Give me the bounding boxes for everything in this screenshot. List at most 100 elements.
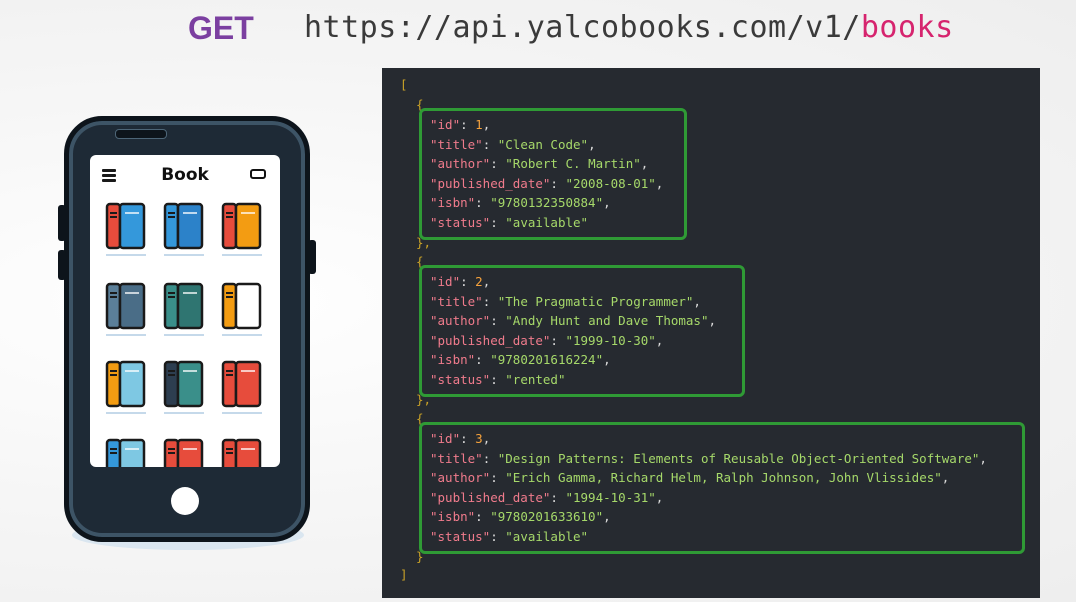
open-brace: { <box>416 97 424 112</box>
json-line: { <box>416 253 424 271</box>
comma: , <box>655 175 664 191</box>
json-value-published-date: "1994-10-31" <box>565 489 656 505</box>
rounded-rect-icon <box>250 169 266 179</box>
json-field-line: "id": 2, <box>430 273 490 291</box>
comma: , <box>693 293 701 309</box>
phone-speaker <box>115 129 167 139</box>
phone-screen: Book <box>90 155 280 467</box>
json-key-title: "title" <box>430 293 483 309</box>
app-title: Book <box>161 165 209 185</box>
json-key-title: "title" <box>430 136 483 152</box>
json-line: { <box>416 410 424 428</box>
json-key-id: "id" <box>430 117 461 132</box>
open-brace: { <box>416 411 424 426</box>
book-icon <box>104 201 148 259</box>
json-value-title: "The Pragmatic Programmer" <box>497 293 694 309</box>
book-icon <box>162 359 206 417</box>
json-field-line: "isbn": "9780201616224", <box>430 351 611 369</box>
json-value-author: "Andy Hunt and Dave Thomas" <box>505 313 709 329</box>
url-base: https://api.yalcobooks.com/v1/ <box>304 10 861 45</box>
colon: : <box>460 117 476 132</box>
json-line: ] <box>400 566 408 584</box>
json-line: { <box>416 96 424 114</box>
json-key-author: "author" <box>430 313 491 329</box>
book-icon <box>162 201 206 259</box>
request-line: GET https://api.yalcobooks.com/v1/books <box>0 8 1076 52</box>
colon: : <box>482 136 498 152</box>
comma: , <box>482 117 491 132</box>
close-brace: } <box>416 549 424 564</box>
json-value-id: 1 <box>475 117 483 132</box>
json-value-status: "available" <box>505 215 589 230</box>
json-field-line: "status": "available" <box>430 214 588 232</box>
highlight-box-book-2 <box>419 265 745 397</box>
phone-side-button-right <box>308 240 316 274</box>
json-line: [ <box>400 76 408 94</box>
colon: : <box>475 195 491 211</box>
phone-side-button-left <box>58 205 66 241</box>
colon: : <box>490 529 506 544</box>
json-value-published-date: "1999-10-30" <box>565 332 656 348</box>
colon: : <box>460 274 476 289</box>
request-url: https://api.yalcobooks.com/v1/books <box>304 10 954 45</box>
json-field-line: "title": "Clean Code", <box>430 136 596 154</box>
json-field-line: "published_date": "2008-08-01", <box>430 175 663 193</box>
colon: : <box>490 156 506 172</box>
json-key-id: "id" <box>430 274 461 289</box>
book-icon <box>104 281 148 339</box>
comma: , <box>655 332 664 348</box>
colon: : <box>550 175 566 191</box>
json-value-title: "Clean Code" <box>497 136 589 152</box>
book-icon <box>220 201 264 259</box>
comma: , <box>708 313 717 329</box>
json-field-line: "published_date": "1994-10-31", <box>430 489 663 507</box>
hamburger-menu-icon <box>102 169 116 182</box>
highlight-box-book-1 <box>419 108 687 240</box>
json-field-line: "author": "Andy Hunt and Dave Thomas", <box>430 312 716 330</box>
json-key-status: "status" <box>430 529 491 544</box>
comma: , <box>482 274 491 289</box>
json-key-author: "author" <box>430 470 491 486</box>
json-value-status: "rented" <box>505 372 566 387</box>
json-field-line: "status": "available" <box>430 528 588 546</box>
phone-side-button-left-2 <box>58 250 66 280</box>
colon: : <box>490 372 506 387</box>
json-key-isbn: "isbn" <box>430 509 476 525</box>
json-key-published-date: "published_date" <box>430 489 551 505</box>
json-value-published-date: "2008-08-01" <box>565 175 656 191</box>
comma: , <box>941 470 950 486</box>
book-icon <box>162 437 206 467</box>
book-icon <box>162 281 206 339</box>
json-field-line: "isbn": "9780132350884", <box>430 194 611 212</box>
json-line: } <box>416 548 424 566</box>
json-value-isbn: "9780201616224" <box>490 352 604 368</box>
json-value-isbn: "9780132350884" <box>490 195 604 211</box>
json-response-panel: [{"id": 1,"title": "Clean Code","author"… <box>382 68 1040 598</box>
colon: : <box>475 509 491 525</box>
book-icon <box>104 437 148 467</box>
colon: : <box>490 215 506 230</box>
url-resource: books <box>860 10 954 45</box>
json-key-status: "status" <box>430 215 491 230</box>
json-key-published-date: "published_date" <box>430 175 551 191</box>
json-key-isbn: "isbn" <box>430 352 476 368</box>
comma: , <box>588 136 596 152</box>
json-value-id: 2 <box>475 274 483 289</box>
json-key-title: "title" <box>430 450 483 466</box>
json-field-line: "published_date": "1999-10-30", <box>430 332 663 350</box>
highlight-box-book-3 <box>419 422 1025 554</box>
json-value-author: "Robert C. Martin" <box>505 156 641 172</box>
comma: , <box>603 195 611 211</box>
comma: , <box>482 431 491 446</box>
json-value-author: "Erich Gamma, Richard Helm, Ralph Johnso… <box>505 470 942 486</box>
book-icon <box>220 281 264 339</box>
json-field-line: "status": "rented" <box>430 371 566 389</box>
json-field-line: "title": "The Pragmatic Programmer", <box>430 293 701 311</box>
colon: : <box>550 332 566 348</box>
book-icon <box>220 437 264 467</box>
json-field-line: "author": "Erich Gamma, Richard Helm, Ra… <box>430 469 949 487</box>
json-value-isbn: "9780201633610" <box>490 509 604 525</box>
json-value-status: "available" <box>505 529 589 544</box>
json-key-status: "status" <box>430 372 491 387</box>
comma: , <box>603 352 611 368</box>
